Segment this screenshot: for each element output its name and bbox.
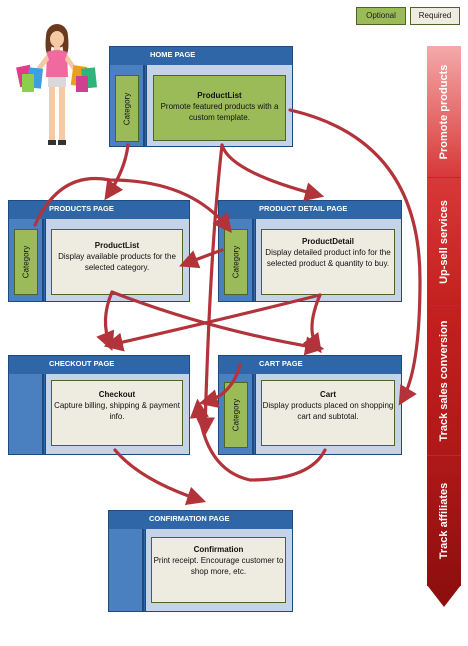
checkout-content-text: Capture billing, shipping & payment info… — [54, 401, 180, 421]
benefit-up-sell-services: Up-sell services — [427, 178, 461, 306]
confirmation-page-block: CONFIRMATION PAGE Confirmation Print rec… — [108, 510, 293, 612]
products-product-list: ProductList Display available products f… — [51, 229, 183, 295]
products-category: Category — [14, 229, 38, 295]
home-category: Category — [115, 75, 139, 142]
benefit-track-sales-conversion: Track sales conversion — [427, 306, 461, 456]
cart-content-text: Display products placed on shopping cart… — [262, 401, 394, 421]
confirmation-content-text: Print receipt. Encourage customer to sho… — [153, 556, 284, 576]
cart-content: Cart Display products placed on shopping… — [261, 380, 395, 446]
confirmation-page-title: CONFIRMATION PAGE — [145, 511, 292, 527]
product-detail-page-block: PRODUCT DETAIL PAGE Category ProductDeta… — [218, 200, 402, 302]
checkout-page-title: CHECKOUT PAGE — [45, 356, 189, 372]
cart-category: Category — [224, 382, 248, 448]
products-page-title: PRODUCTS PAGE — [45, 201, 189, 217]
products-content-text: Display available products for the selec… — [58, 252, 176, 272]
checkout-page-block: CHECKOUT PAGE Checkout Capture billing, … — [8, 355, 190, 455]
home-content-text: Promote featured products with a custom … — [160, 102, 279, 122]
checkout-content-title: Checkout — [98, 390, 136, 399]
checkout-content: Checkout Capture billing, shipping & pay… — [51, 380, 183, 446]
home-content-title: ProductList — [197, 91, 242, 100]
legend-required: Required — [410, 7, 460, 25]
home-page-block: HOME PAGE Category ProductList Promote f… — [109, 46, 293, 147]
detail-content-title: ProductDetail — [301, 237, 354, 246]
detail-content-text: Display detailed product info for the se… — [265, 248, 391, 268]
products-content-title: ProductList — [94, 241, 140, 250]
home-product-list: ProductList Promote featured products wi… — [153, 75, 286, 141]
detail-page-title: PRODUCT DETAIL PAGE — [255, 201, 401, 217]
shopper-with-bags-icon — [16, 24, 98, 145]
legend-optional: Optional — [356, 7, 406, 25]
home-page-title: HOME PAGE — [146, 47, 292, 63]
cart-page-block: CART PAGE Category Cart Display products… — [218, 355, 402, 455]
detail-category: Category — [224, 229, 248, 295]
confirmation-content: Confirmation Print receipt. Encourage cu… — [151, 537, 286, 603]
benefit-promote-products: Promote products — [427, 46, 461, 178]
benefit-track-affiliates: Track affiliates — [427, 456, 461, 586]
confirmation-content-title: Confirmation — [193, 545, 244, 554]
detail-product-detail: ProductDetail Display detailed product i… — [261, 229, 395, 295]
cart-content-title: Cart — [319, 390, 336, 399]
cart-page-title: CART PAGE — [255, 356, 401, 372]
benefits-arrow-head — [427, 585, 461, 607]
